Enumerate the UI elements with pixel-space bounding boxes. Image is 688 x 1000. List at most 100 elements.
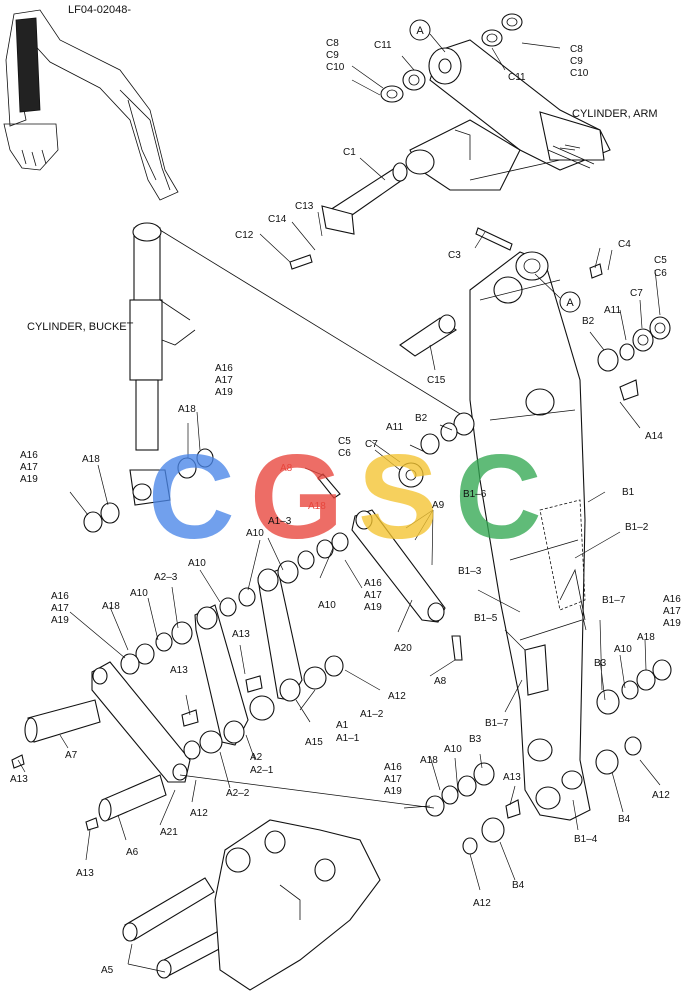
reference-a-label-top: A [416, 25, 424, 37]
bolts [11, 227, 639, 831]
arm-body [469, 251, 591, 821]
part-label: B1–7 [602, 595, 626, 606]
part-label: B3 [594, 658, 607, 669]
bucket-bracket [214, 819, 381, 991]
part-label: A8 [434, 676, 447, 687]
part-label: A1–2 [360, 709, 384, 720]
part-label: C9 [326, 50, 339, 61]
part-label: C11 [374, 40, 392, 51]
part-label: B3 [469, 734, 482, 745]
part-label: B1–7 [485, 718, 509, 729]
part-label: A18 [178, 404, 196, 415]
part-label: A11 [604, 305, 621, 316]
part-label: A9 [432, 500, 445, 511]
part-label: B2 [415, 413, 428, 424]
part-label: A12 [190, 808, 208, 819]
part-label: A2–2 [226, 788, 250, 799]
part-label: B4 [512, 880, 525, 891]
watermark-letter-3: S [358, 430, 438, 564]
part-label: A21 [160, 827, 178, 838]
part-label: A2–1 [250, 765, 274, 776]
part-label: B1–2 [625, 522, 649, 533]
part-label: A8 [280, 463, 293, 474]
part-label: A2 [250, 752, 263, 763]
part-label: A17 [663, 606, 681, 617]
pin-c15 [399, 314, 457, 357]
watermark-letter-4: C [455, 430, 542, 564]
part-label: C5 [338, 436, 351, 447]
pin-a6 [98, 774, 167, 822]
part-label: A19 [663, 618, 681, 629]
part-label: C8 [570, 44, 583, 55]
part-label: C12 [235, 230, 254, 241]
part-label: A18 [637, 632, 655, 643]
part-label: C1 [343, 147, 356, 158]
part-label: A16 [215, 363, 233, 374]
part-label: A11 [386, 422, 403, 433]
part-label: A16 [663, 594, 681, 605]
watermark-letter-1: C [148, 430, 235, 564]
reference-a-marker-top: A [409, 19, 446, 53]
pin-c1 [321, 162, 408, 235]
part-label: C10 [326, 62, 345, 73]
part-label: C7 [365, 439, 378, 450]
part-label: C6 [338, 448, 351, 459]
part-label: A13 [232, 629, 250, 640]
part-label: A2–3 [154, 572, 178, 583]
part-label: A16 [384, 762, 402, 773]
part-label: A16 [20, 450, 38, 461]
bucket-cylinder [129, 222, 471, 506]
part-label: C3 [448, 250, 461, 261]
link-a1 [257, 568, 303, 702]
link-a2 [194, 604, 249, 746]
part-label: A10 [614, 644, 632, 655]
part-label: A13 [503, 772, 521, 783]
part-label: C15 [427, 375, 446, 386]
link-a20 [351, 509, 446, 623]
part-label: C11 [508, 72, 526, 83]
part-label: C4 [618, 239, 631, 250]
part-label: C7 [630, 288, 643, 299]
part-label: A17 [384, 774, 402, 785]
excavator-overview-sketch [3, 9, 179, 201]
part-label: A19 [364, 602, 382, 613]
part-label: A17 [364, 590, 382, 601]
pin-a7 [24, 699, 101, 743]
part-label: C13 [295, 201, 314, 212]
part-label: A5 [101, 965, 114, 976]
part-label: B1 [622, 487, 635, 498]
part-label: A18 [420, 755, 438, 766]
part-label: B2 [582, 316, 595, 327]
part-label: B1–6 [463, 489, 487, 500]
part-label: A19 [20, 474, 38, 485]
part-label: A18 [308, 501, 326, 512]
caption-cylinder-arm: CYLINDER, ARM [572, 108, 658, 120]
part-label: A10 [318, 600, 336, 611]
link-a21 [91, 661, 191, 783]
leader-lines [17, 42, 661, 973]
part-label: C14 [268, 214, 287, 225]
part-label: B1–4 [574, 834, 598, 845]
part-label: A17 [51, 603, 69, 614]
part-label: A7 [65, 750, 78, 761]
part-label: A12 [388, 691, 406, 702]
part-label: A1–1 [336, 733, 360, 744]
part-label: A19 [51, 615, 69, 626]
part-label: C8 [326, 38, 339, 49]
reference-a-marker-right: A [534, 273, 581, 313]
part-label: A10 [188, 558, 206, 569]
part-label: A13 [10, 774, 28, 785]
part-label: A1 [336, 720, 349, 731]
part-label: A14 [645, 431, 663, 442]
washers [83, 13, 672, 855]
part-label: A17 [215, 375, 233, 386]
watermark-letter-2: G [250, 430, 343, 564]
part-label: A13 [170, 665, 188, 676]
watermark: C G S C [148, 430, 542, 564]
part-label: A13 [76, 868, 94, 879]
part-label: A12 [652, 790, 670, 801]
part-label: A1–3 [268, 516, 292, 527]
part-label: A16 [364, 578, 382, 589]
part-label: A10 [130, 588, 148, 599]
